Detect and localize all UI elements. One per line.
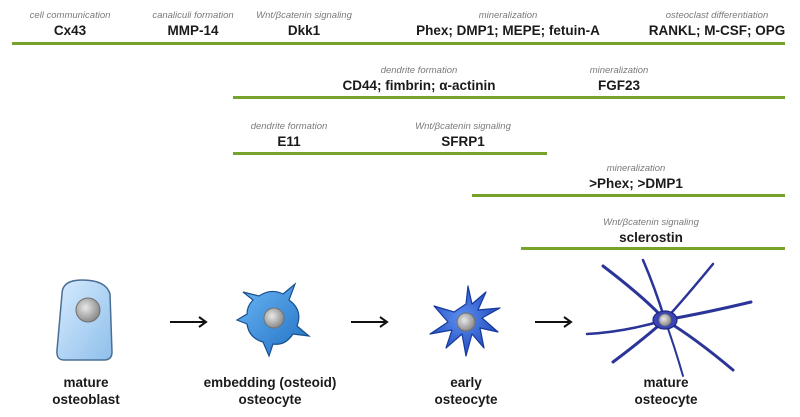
category-label: Wnt/βcatenin signaling xyxy=(415,121,511,132)
mature-osteocyte-cell-icon xyxy=(585,258,753,377)
early-osteocyte-cell-icon xyxy=(429,285,501,357)
category-label: dendrite formation xyxy=(250,121,328,132)
arrow-right-icon xyxy=(535,316,573,328)
marker-label: Cx43 xyxy=(53,23,87,38)
category-label: Wnt/βcatenin signaling xyxy=(256,10,352,21)
expression-bar xyxy=(233,96,785,99)
embedding-osteocyte-cell-icon xyxy=(235,282,311,358)
marker-label: CD44; fimbrin; α-actinin xyxy=(342,78,496,93)
category-label: mineralization xyxy=(606,163,666,174)
mature-osteoblast-cell-icon xyxy=(56,279,113,361)
marker-label: Dkk1 xyxy=(287,23,321,38)
stage-label-mature-osteocyte: mature osteocyte xyxy=(634,375,698,407)
expression-bar xyxy=(233,152,547,155)
stage-label-mature-osteoblast: mature osteoblast xyxy=(52,375,120,407)
category-label: Wnt/βcatenin signaling xyxy=(603,217,699,228)
category-label: dendrite formation xyxy=(380,65,458,76)
arrow-right-icon xyxy=(170,316,208,328)
category-label: cell communication xyxy=(29,10,111,21)
expression-bar xyxy=(12,42,785,45)
marker-label: FGF23 xyxy=(597,78,641,93)
marker-label: MMP-14 xyxy=(167,23,219,38)
arrow-right-icon xyxy=(351,316,389,328)
marker-label: sclerostin xyxy=(619,230,683,245)
stage-label-embedding-osteocyte: embedding (osteoid) osteocyte xyxy=(203,375,337,407)
marker-label: Phex; DMP1; MEPE; fetuin-A xyxy=(416,23,600,38)
marker-label: E11 xyxy=(277,134,301,149)
category-label: canaliculi formation xyxy=(152,10,234,21)
marker-label: SFRP1 xyxy=(441,134,485,149)
marker-label: >Phex; >DMP1 xyxy=(589,176,683,191)
category-label: osteoclast differentiation xyxy=(665,10,769,21)
marker-label: RANKL; M-CSF; OPG xyxy=(648,23,786,38)
expression-bar xyxy=(472,194,785,197)
category-label: mineralization xyxy=(589,65,649,76)
category-label: mineralization xyxy=(478,10,538,21)
expression-bar xyxy=(521,247,785,250)
stage-label-early-osteocyte: early osteocyte xyxy=(434,375,498,407)
